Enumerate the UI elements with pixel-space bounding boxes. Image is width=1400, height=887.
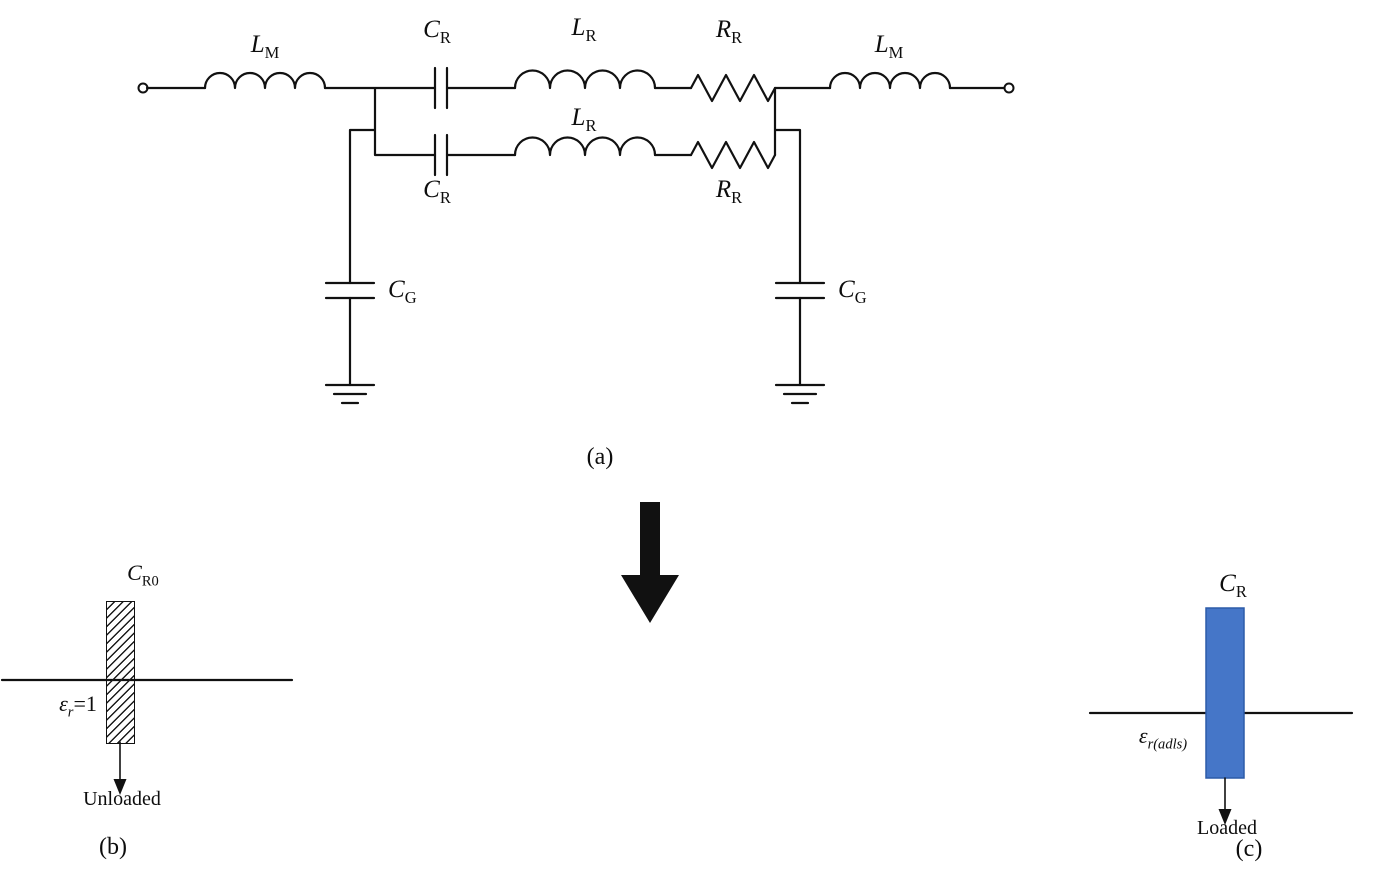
cg-left-subscript: G [404,288,417,307]
cr-loaded-symbol: C [1219,570,1236,597]
caption-a: (a) [586,444,614,470]
label-capacitor-cg-left: CG [388,276,417,307]
label-inductor-lr-bottom: LR [572,104,597,135]
unloaded-state-label: Unloaded [83,788,161,810]
resistor-rr-bottom [689,140,777,170]
unloaded-arrow-head-icon [113,779,127,795]
cg-right-subscript: G [854,288,867,307]
rr-top-symbol: R [715,16,732,43]
label-inductor-lm-left: LM [251,31,280,62]
caption-c: (c) [1235,836,1263,862]
rr-bottom-symbol: R [715,176,732,203]
inductor-lm-left [203,71,327,90]
cr-loaded-subscript: R [1235,582,1247,601]
panel-c-drawing [1088,607,1354,825]
label-capacitor-cg-right: CG [838,276,867,307]
label-resistor-rr-bottom: RR [716,176,742,207]
lr-top-symbol: L [571,14,586,41]
inductor-lr-top [513,69,657,90]
terminal-right-icon [1003,82,1015,94]
cg-right-symbol: C [838,276,855,303]
label-capacitor-cr-bottom: CR [423,176,451,207]
epsilon-subscript-b: r [67,704,74,721]
inductor-lr-bottom [513,136,657,157]
epsilon-equation-b: =1 [73,691,97,716]
lm-left-symbol: L [250,31,265,58]
circuit-a [137,66,1015,405]
capacitor-plates [324,66,826,300]
label-inductor-lr-top: LR [572,14,597,45]
label-inductor-lm-right: LM [875,31,904,62]
label-resistor-rr-top: RR [716,16,742,47]
loaded-capacitor-slab [1205,607,1245,779]
rr-bottom-subscript: R [731,188,743,207]
label-permittivity-unloaded: εr=1 [59,691,97,721]
wires [145,86,1006,387]
loaded-arrow-head-icon [1218,809,1232,825]
epsilon-symbol-c: ε [1138,723,1148,748]
caption-b: (b) [99,834,127,860]
cr0-subscript: R0 [141,573,159,590]
lm-left-subscript: M [264,43,280,62]
inductor-lm-right [828,71,952,90]
unloaded-capacitor-slab [106,601,135,744]
epsilon-symbol-b: ε [59,691,68,716]
loaded-state-label: Loaded [1197,817,1257,839]
lm-right-symbol: L [874,31,889,58]
lr-bottom-subscript: R [585,116,597,135]
rr-top-subscript: R [731,28,743,47]
resistor-rr-top [689,73,777,103]
transform-arrow-icon [621,502,679,623]
cr-top-symbol: C [423,16,440,43]
ground-icon [324,383,826,405]
cr-bottom-symbol: C [423,176,440,203]
label-capacitor-cr0: CR0 [127,560,159,590]
label-capacitor-cr-loaded: CR [1219,570,1247,601]
label-capacitor-cr-top: CR [423,16,451,47]
cr-bottom-subscript: R [439,188,451,207]
cg-left-symbol: C [388,276,405,303]
epsilon-subscript-c: r(adls) [1147,736,1188,753]
panel-b-drawing [0,678,294,795]
cr0-symbol: C [127,560,142,585]
lr-top-subscript: R [585,26,597,45]
cr-top-subscript: R [439,28,451,47]
label-permittivity-loaded: εr(adls) [1138,723,1188,753]
lr-bottom-symbol: L [571,104,586,131]
lm-right-subscript: M [888,43,904,62]
